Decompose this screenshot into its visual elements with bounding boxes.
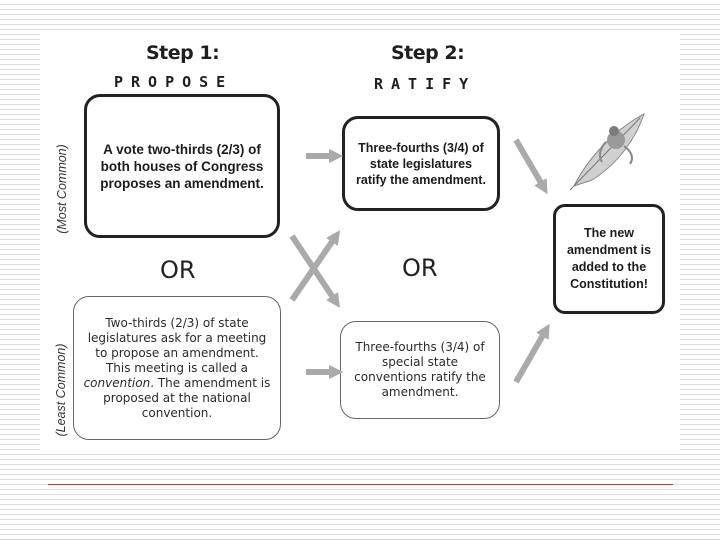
result-box: The new amendment is added to the Consti… <box>553 204 665 314</box>
step2-label: RATIFY <box>374 75 477 93</box>
result-text: The new amendment is added to the Consti… <box>566 226 652 291</box>
convention-term: convention <box>83 375 151 390</box>
step1-label: PROPOSE <box>114 73 234 91</box>
diagram-panel: Step 1: PROPOSE Step 2: RATIFY (Most Com… <box>40 30 680 453</box>
arrow-bottom-to-result <box>513 323 550 384</box>
arrow-cross-up <box>289 230 341 302</box>
ratify-conventions-text: Three-fourths (3/4) of special state con… <box>354 340 486 399</box>
or-label-center: OR <box>402 254 438 282</box>
propose-convention-box: Two-thirds (2/3) of state legislatures a… <box>73 296 281 440</box>
flow-arrows <box>289 112 645 384</box>
quill-pen-icon <box>569 112 645 191</box>
propose-convention-text: Two-thirds (2/3) of state legislatures a… <box>82 316 272 421</box>
propose-congress-box: A vote two-thirds (2/3) of both houses o… <box>84 94 280 238</box>
footer-rule <box>48 484 673 485</box>
ratify-conventions-box: Three-fourths (3/4) of special state con… <box>340 321 500 419</box>
step2-heading: Step 2: <box>391 42 465 64</box>
ratify-legislatures-box: Three-fourths (3/4) of state legislature… <box>342 116 500 211</box>
ratify-legislatures-text: Three-fourths (3/4) of state legislature… <box>356 140 486 187</box>
step1-heading: Step 1: <box>146 42 220 64</box>
propose-congress-text: A vote two-thirds (2/3) of both houses o… <box>100 141 264 191</box>
or-label-left: OR <box>160 256 196 284</box>
propose-convention-text-end: . The amendment is proposed at the natio… <box>103 375 271 420</box>
arrow-top-to-result <box>513 138 548 195</box>
propose-convention-text-start: Two-thirds (2/3) of state legislatures a… <box>87 315 267 375</box>
